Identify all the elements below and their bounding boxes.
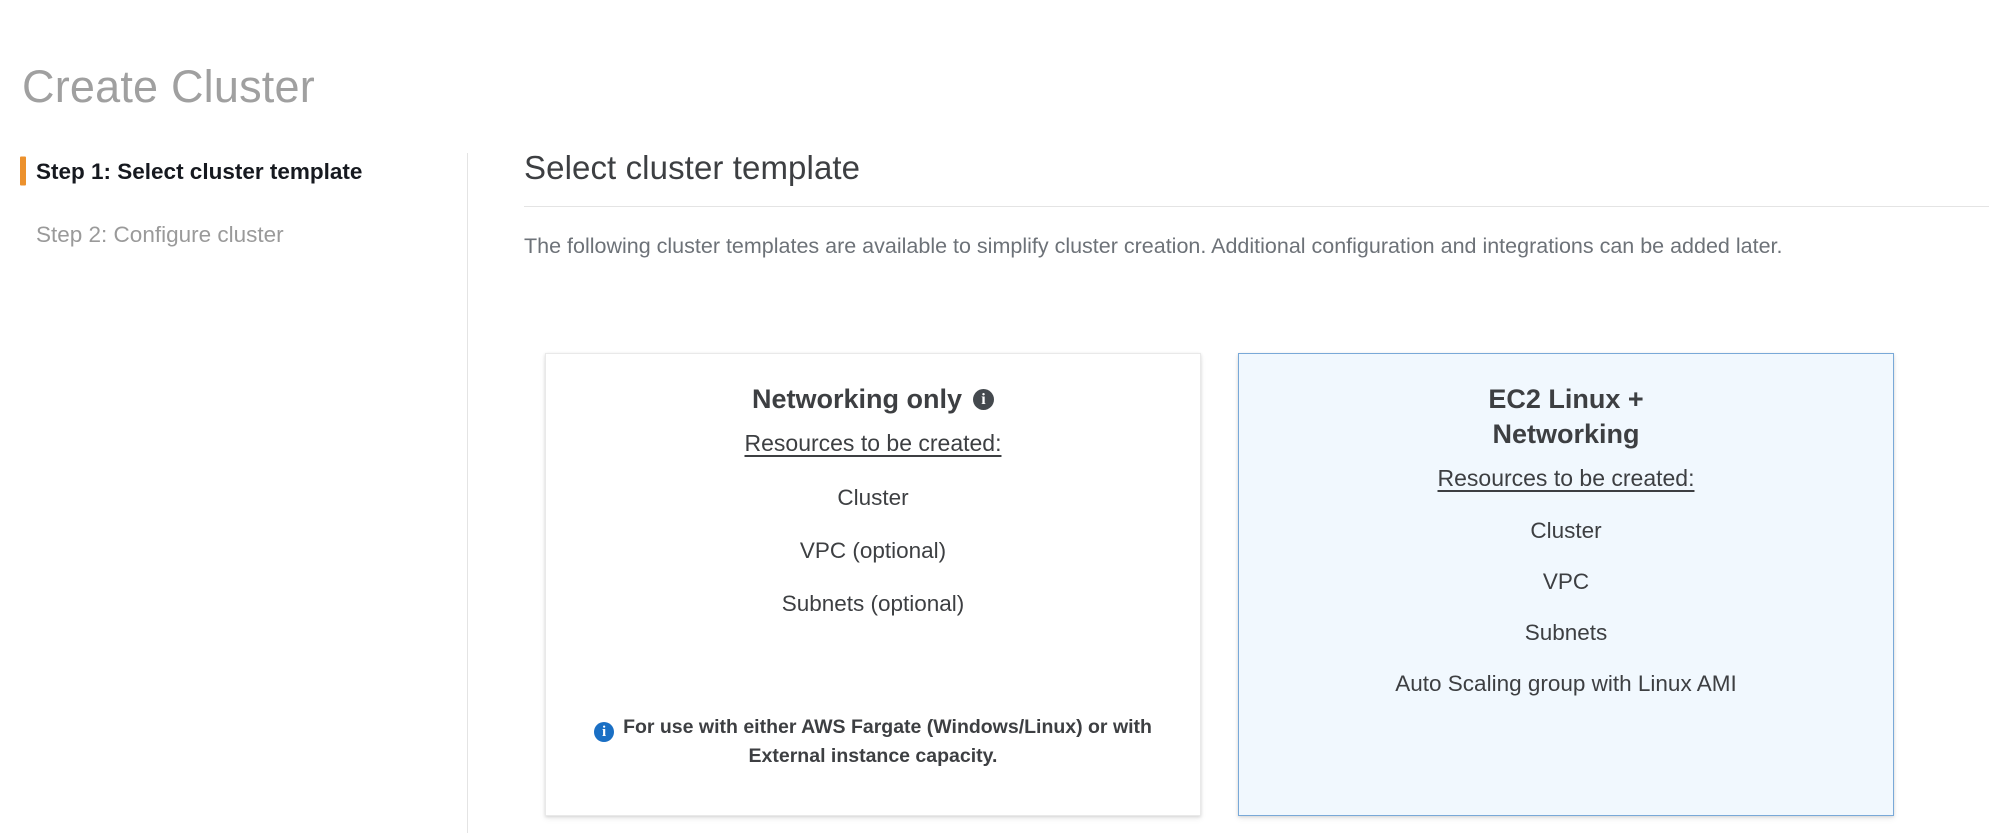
wizard-sidebar: Step 1: Select cluster template Step 2: … <box>0 148 468 833</box>
wizard-step-1-label: Step 1: Select cluster template <box>36 158 363 184</box>
info-icon: i <box>594 721 615 742</box>
section-description: The following cluster templates are avai… <box>524 233 1783 258</box>
template-card-title-text: Networking only <box>751 384 962 414</box>
page-title: Create Cluster <box>22 61 315 113</box>
section-divider <box>524 205 1989 207</box>
resources-list: Cluster VPC (optional) Subnets (optional… <box>570 483 1176 619</box>
section-title: Select cluster template <box>524 149 861 186</box>
template-card-title-line-1: EC2 Linux + <box>1488 384 1644 414</box>
info-icon[interactable]: i <box>973 388 994 410</box>
main-content: Select cluster template The following cl… <box>524 148 1999 833</box>
template-card-networking-only[interactable]: Networking only i Resources to be create… <box>545 353 1201 816</box>
template-card-ec2-linux-networking[interactable]: EC2 Linux + Networking Resources to be c… <box>1238 353 1894 816</box>
card-footnote-text: For use with either AWS Fargate (Windows… <box>623 715 1152 767</box>
list-item: VPC (optional) <box>799 537 947 563</box>
resources-list: Cluster VPC Subnets Auto Scaling group w… <box>1263 516 1869 699</box>
list-item: Auto Scaling group with Linux AMI <box>1395 671 1737 697</box>
list-item: Subnets (optional) <box>781 591 965 617</box>
template-card-title-line-2: Networking <box>1492 418 1640 449</box>
template-card-title: EC2 Linux + Networking <box>1263 382 1869 452</box>
wizard-step-2-label: Step 2: Configure cluster <box>36 221 284 247</box>
wizard-step-select-cluster-template[interactable]: Step 1: Select cluster template <box>0 148 468 194</box>
card-footnote: i For use with either AWS Fargate (Window… <box>570 713 1176 772</box>
list-item: Subnets <box>1524 620 1608 646</box>
list-item: Cluster <box>837 484 909 510</box>
wizard-step-configure-cluster[interactable]: Step 2: Configure cluster <box>0 211 468 257</box>
cluster-template-card-list: Networking only i Resources to be create… <box>545 353 1894 816</box>
resources-heading: Resources to be created: <box>744 429 1002 456</box>
list-item: Cluster <box>1530 517 1602 543</box>
active-step-marker <box>20 156 26 186</box>
resources-heading: Resources to be created: <box>1437 464 1695 491</box>
list-item: VPC <box>1542 568 1590 594</box>
sidebar-divider <box>467 153 468 833</box>
template-card-title: Networking only i <box>570 382 1176 417</box>
